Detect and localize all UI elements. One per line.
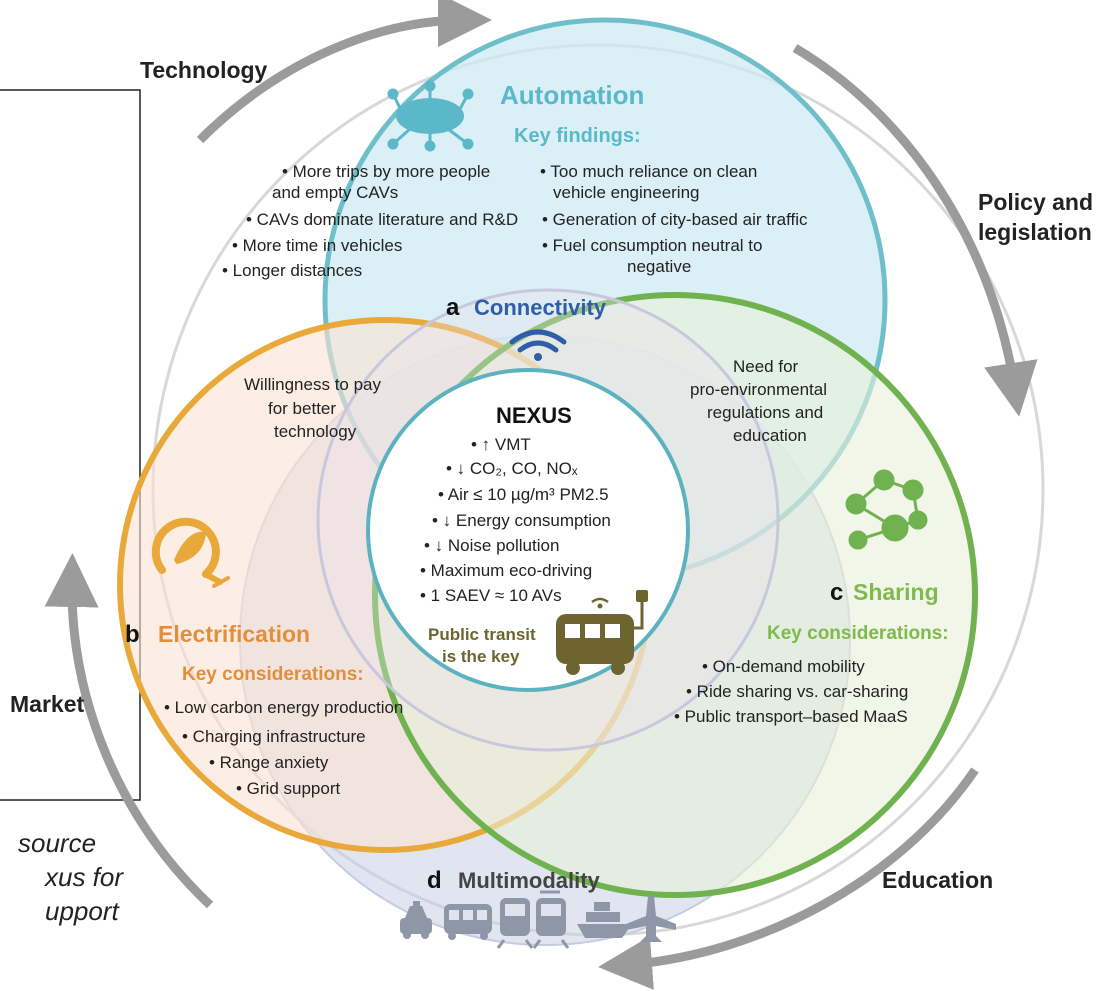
automation-right-item: • Too much reliance on clean xyxy=(540,162,757,181)
need-line: pro-environmental xyxy=(690,380,827,399)
ship-icon xyxy=(577,902,632,938)
automation-left-item: • More time in vehicles xyxy=(232,236,402,255)
electrification-title: Electrification xyxy=(158,621,310,647)
partial-text-3: upport xyxy=(45,896,120,926)
automation-right-item: vehicle engineering xyxy=(553,183,700,202)
automation-right-item: negative xyxy=(627,257,691,276)
sharing-letter: c xyxy=(830,579,843,606)
nexus-item: • ↓ Energy consumption xyxy=(432,511,611,530)
sharing-title: Sharing xyxy=(853,579,939,605)
plane-icon xyxy=(626,896,676,942)
willingness-line: for better xyxy=(268,399,336,418)
public-transit-line: is the key xyxy=(442,647,520,666)
nexus-item: • Maximum eco-driving xyxy=(420,561,592,580)
label-education: Education xyxy=(882,867,993,893)
sharing-item: • On-demand mobility xyxy=(702,657,865,676)
connectivity-title: Connectivity xyxy=(474,295,607,320)
nexus-title: NEXUS xyxy=(496,403,572,428)
circle-nexus xyxy=(366,368,690,692)
label-policy-line2: legislation xyxy=(978,219,1092,245)
need-line: education xyxy=(733,426,807,445)
willingness-line: technology xyxy=(274,422,357,441)
sharing-item: • Public transport–based MaaS xyxy=(674,707,908,726)
sharing-subtitle: Key considerations: xyxy=(767,623,949,644)
wifi-icon xyxy=(509,329,567,361)
automation-left-item: and empty CAVs xyxy=(272,183,398,202)
electrification-item: • Low carbon energy production xyxy=(164,698,403,717)
background-frame xyxy=(0,89,141,801)
people-network-icon xyxy=(845,469,928,550)
arrow-policy xyxy=(792,44,1038,417)
leaf-plug-icon xyxy=(151,517,230,588)
automation-left-item: • More trips by more people xyxy=(282,162,490,181)
arrow-technology xyxy=(196,0,492,144)
need-line: regulations and xyxy=(707,403,823,422)
multimodality-title: Multimodality xyxy=(458,868,601,893)
multimodality-letter: d xyxy=(427,867,442,894)
cloud-network-icon xyxy=(387,80,474,152)
automation-title: Automation xyxy=(500,80,644,110)
electric-bus-icon xyxy=(556,590,648,675)
sharing-item: • Ride sharing vs. car-sharing xyxy=(686,682,908,701)
electrification-item: • Charging infrastructure xyxy=(182,727,366,746)
taxi-icon xyxy=(400,901,432,939)
nexus-item: • ↑ VMT xyxy=(471,435,531,454)
electrification-subtitle: Key considerations: xyxy=(182,664,364,685)
nexus-item: • Air ≤ 10 µg/m³ PM2.5 xyxy=(438,485,609,504)
train-icon xyxy=(496,898,534,949)
arrow-market xyxy=(44,553,214,909)
connectivity-letter: a xyxy=(446,294,460,321)
willingness-line: Willingness to pay xyxy=(244,375,382,394)
nexus-item: • 1 SAEV ≈ 10 AVs xyxy=(420,586,562,605)
automation-left-item: • CAVs dominate literature and R&D xyxy=(246,210,518,229)
public-transit-line: Public transit xyxy=(428,625,536,644)
electrification-item: • Grid support xyxy=(236,779,340,798)
electrification-letter: b xyxy=(125,621,140,648)
automation-subtitle: Key findings: xyxy=(514,125,641,147)
arrow-education xyxy=(598,767,979,990)
partial-text-2: xus for xyxy=(43,862,124,892)
label-policy-line1: Policy and xyxy=(978,189,1093,215)
need-line: Need for xyxy=(733,357,799,376)
automation-left-item: • Longer distances xyxy=(222,261,362,280)
bus-icon xyxy=(444,904,492,940)
nexus-item: • ↓ Noise pollution xyxy=(424,536,559,555)
label-market: Market xyxy=(10,691,84,717)
automation-right-item: • Fuel consumption neutral to xyxy=(542,236,762,255)
automation-right-item: • Generation of city-based air traffic xyxy=(542,210,808,229)
electrification-item: • Range anxiety xyxy=(209,753,329,772)
tram-icon xyxy=(532,890,570,949)
label-technology: Technology xyxy=(140,57,268,83)
nexus-item: • ↓ CO₂, CO, NOₓ xyxy=(446,459,578,478)
partial-text-1: source xyxy=(18,828,96,858)
